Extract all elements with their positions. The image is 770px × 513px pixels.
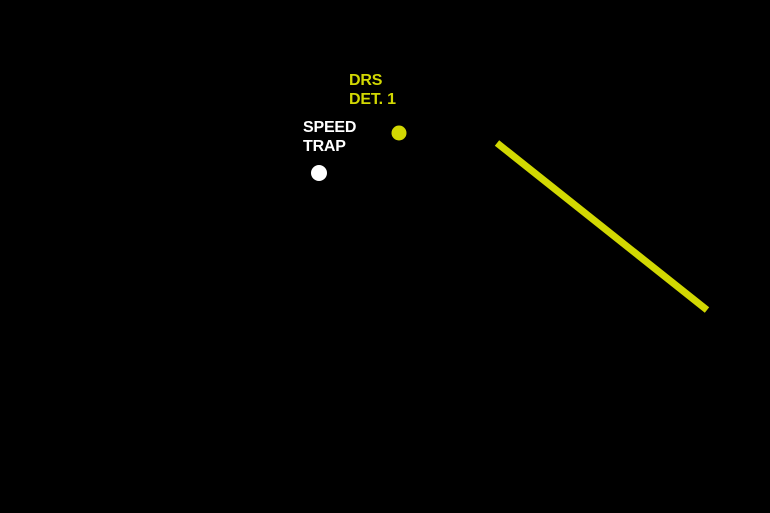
speed-trap-label-line1: SPEED [303,119,357,136]
speed-trap-label-line2: TRAP [303,138,346,155]
speed-trap-label: SPEED TRAP [303,118,356,156]
drs-detection-marker [391,125,407,141]
drs-detection-label: DRS DET. 1 [349,71,396,109]
drs-detection-label-line2: DET. 1 [349,91,396,108]
drs-detection-label-line1: DRS [349,72,383,89]
drs-zone-line [494,140,710,313]
speed-trap-marker [311,165,327,181]
